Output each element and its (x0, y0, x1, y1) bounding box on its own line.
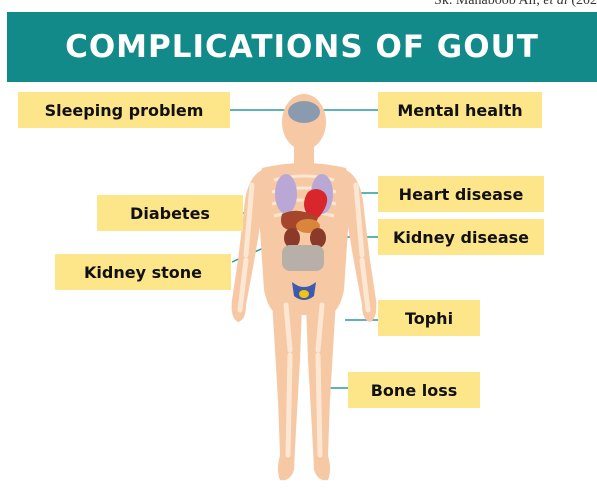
label-diabetes: Diabetes (97, 195, 243, 231)
label-sleeping-problem-text: Sleeping problem (45, 101, 204, 120)
bladder-highlight-icon (299, 290, 309, 298)
brain-icon (288, 101, 320, 123)
label-mental-health-text: Mental health (397, 101, 522, 120)
label-kidney-stone: Kidney stone (55, 254, 231, 290)
intestines-icon (282, 245, 324, 271)
label-heart-disease: Heart disease (378, 176, 544, 212)
left-lung-icon (275, 174, 297, 214)
label-bone-loss: Bone loss (348, 372, 480, 408)
label-kidney-disease-text: Kidney disease (393, 228, 529, 247)
label-kidney-disease: Kidney disease (378, 219, 544, 255)
label-bone-loss-text: Bone loss (371, 381, 458, 400)
label-mental-health: Mental health (378, 92, 542, 128)
label-kidney-stone-text: Kidney stone (84, 263, 202, 282)
label-heart-disease-text: Heart disease (399, 185, 524, 204)
label-diabetes-text: Diabetes (130, 204, 210, 223)
label-sleeping-problem: Sleeping problem (18, 92, 230, 128)
label-tophi: Tophi (378, 300, 480, 336)
label-tophi-text: Tophi (405, 309, 453, 328)
